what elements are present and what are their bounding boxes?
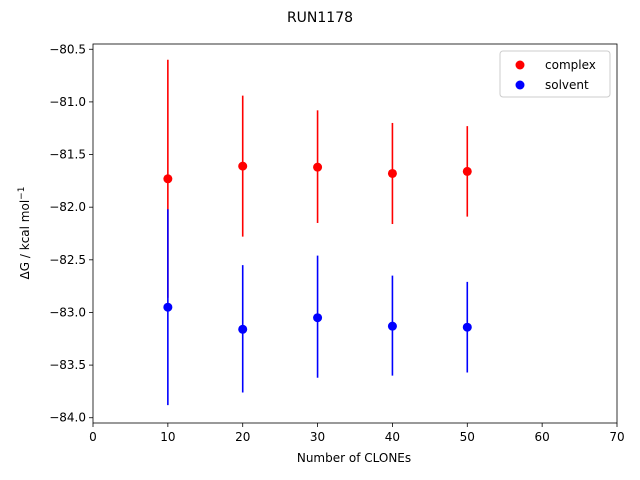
legend-box [499, 50, 611, 98]
y-axis-label: ΔG / kcal mol−1 [17, 187, 32, 280]
y-axis-label-sup: −1 [17, 187, 27, 200]
legend-marker-solvent [515, 80, 525, 90]
solvent-point [238, 324, 248, 334]
y-tick-label: −81.5 [49, 148, 86, 162]
legend-label-solvent: solvent [545, 78, 589, 92]
complex-point [238, 161, 248, 171]
legend-label-complex: complex [545, 58, 596, 72]
legend: complex solvent [499, 50, 611, 98]
complex-point [387, 168, 397, 178]
chart-title: RUN1178 [287, 10, 353, 26]
plot-frame [92, 43, 618, 424]
x-axis-label: Number of CLONEs [297, 451, 411, 465]
solvent-point [387, 321, 397, 331]
x-tick-label: 10 [160, 430, 175, 444]
complex-point [313, 162, 323, 172]
solvent-point [313, 313, 323, 323]
x-tick-label: 20 [235, 430, 250, 444]
y-tick-label: −82.5 [49, 253, 86, 267]
solvent-point [163, 302, 173, 312]
legend-marker-complex [515, 60, 525, 70]
complex-point [163, 174, 173, 184]
x-tick-label: 70 [609, 430, 624, 444]
x-tick-label: 0 [89, 430, 97, 444]
y-tick-label: −80.5 [49, 42, 86, 56]
x-tick-label: 60 [535, 430, 550, 444]
x-tick-label: 30 [310, 430, 325, 444]
x-tick-label: 50 [460, 430, 475, 444]
y-tick-label: −81.0 [49, 95, 86, 109]
y-tick-label: −84.0 [49, 411, 86, 425]
y-tick-label: −83.5 [49, 358, 86, 372]
y-tick-label: −82.0 [49, 200, 86, 214]
solvent-point [462, 322, 472, 332]
y-tick-label: −83.0 [49, 305, 86, 319]
x-tick-label: 40 [385, 430, 400, 444]
complex-point [462, 166, 472, 176]
y-axis-label-main: ΔG / kcal mol [18, 200, 32, 280]
